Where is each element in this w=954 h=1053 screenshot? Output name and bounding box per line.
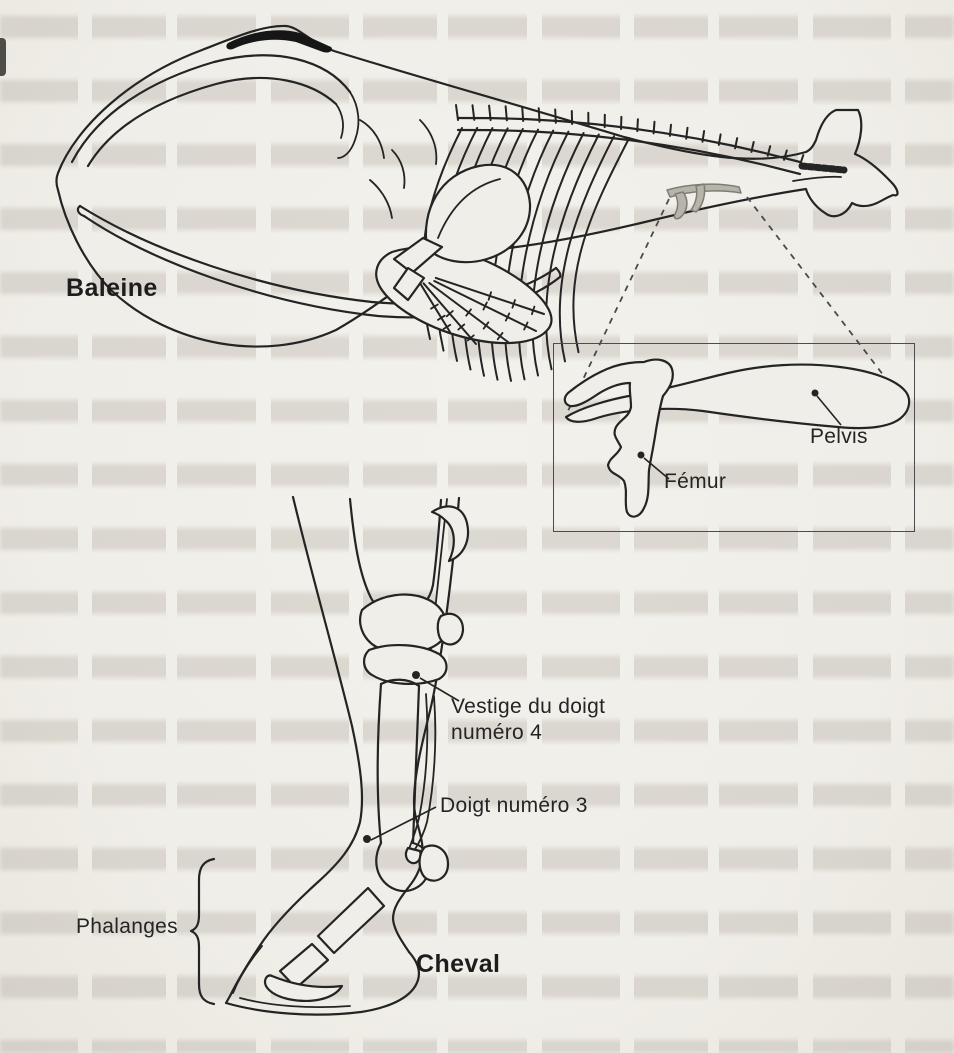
whale-label: Baleine — [66, 274, 158, 303]
whale-dorsal-fin-mark — [226, 30, 332, 52]
femur-label: Fémur — [664, 469, 726, 495]
vestige-marker-dot — [412, 671, 420, 679]
whale-tail-vertebrae — [802, 166, 844, 170]
whale-vestigial-pelvis — [667, 184, 741, 219]
pelvis-label: Pelvis — [810, 424, 868, 450]
phalanges-label: Phalanges — [76, 914, 178, 940]
whale-skull — [72, 55, 436, 218]
digit3-label: Doigt numéro 3 — [440, 793, 588, 819]
digit3-marker-dot — [363, 835, 371, 843]
horse-cannon-bone — [378, 684, 381, 843]
vestige-digit4-label: Vestige du doigt numéro 4 — [451, 694, 605, 746]
horse-leg-illustration — [191, 497, 468, 1015]
horse-bones — [265, 499, 468, 1001]
horse-phalanx-1 — [318, 888, 384, 953]
horse-label: Cheval — [416, 950, 500, 979]
whale-spine — [456, 105, 803, 174]
whale-tail-line — [793, 177, 841, 181]
horse-leg-back-contour — [393, 498, 459, 952]
phalanges-brace — [191, 859, 214, 1004]
horse-sesamoid — [420, 846, 448, 881]
